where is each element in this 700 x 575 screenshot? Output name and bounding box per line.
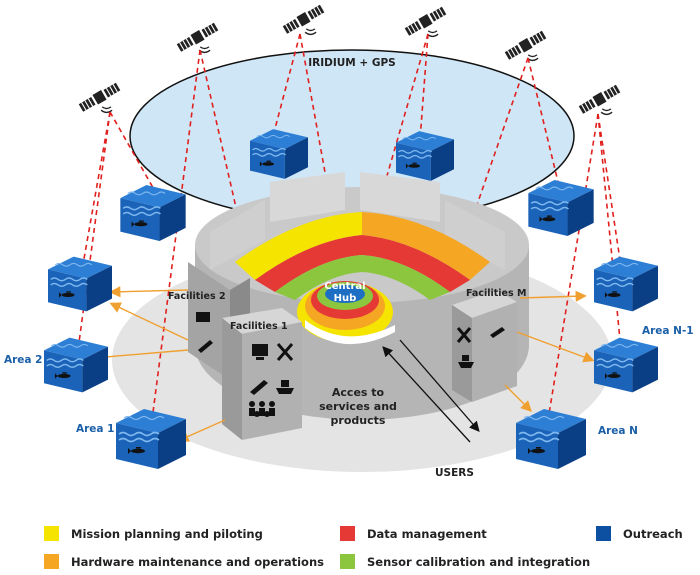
legend-item-mission: Mission planning and piloting: [44, 526, 263, 541]
ship-icon: [458, 355, 474, 368]
legend-swatch: [340, 554, 355, 569]
legend-label: Hardware maintenance and operations: [71, 554, 324, 569]
ocean-area-cube: [44, 336, 108, 394]
satellite-icon: [176, 21, 220, 54]
area-arrows: [91, 286, 595, 442]
tools-icon: [456, 327, 472, 343]
facility-m-label: Facilities M: [466, 288, 526, 299]
legend-swatch: [44, 554, 59, 569]
satellite-icon: [404, 5, 448, 38]
access-label-line2: services and: [319, 400, 397, 413]
satellite-icon: [78, 81, 122, 114]
users-arrows: [382, 339, 480, 443]
sky-label: IRIDIUM + GPS: [308, 57, 395, 69]
access-label-line3: products: [331, 414, 386, 427]
drone-icon: [250, 380, 268, 395]
ocean-area-cube: [250, 128, 308, 180]
satellite-icon: [282, 3, 326, 36]
legend-label: Mission planning and piloting: [71, 526, 263, 541]
ocean-area-cube: [528, 180, 594, 236]
system-diagram: IRIDIUM + GPS: [4, 3, 694, 479]
people-icon: [249, 401, 275, 417]
hub-label-line2: Hub: [334, 293, 357, 304]
area-n-minus-1-label: Area N-1: [642, 325, 694, 337]
tools-icon: [276, 343, 294, 361]
legend-item-sensor: Sensor calibration and integration: [340, 554, 590, 569]
legend-item-hardware: Hardware maintenance and operations: [44, 554, 324, 569]
legend-label: Data management: [367, 526, 487, 541]
legend-item-data: Data management: [340, 526, 487, 541]
legend-swatch: [596, 526, 611, 541]
ocean-area-cube: [516, 408, 586, 470]
facility-box-1: [222, 308, 302, 440]
ocean-area-cube: [116, 408, 186, 470]
area-1-label: Area 1: [76, 423, 114, 435]
ocean-area-cube: [594, 336, 658, 394]
facility-box-m: [452, 290, 517, 402]
ocean-area-cube: [396, 130, 454, 182]
satellite-icon: [578, 83, 622, 116]
legend-label: Outreach: [623, 526, 683, 541]
legend-swatch: [340, 526, 355, 541]
computer-icon: [252, 344, 268, 360]
ocean-area-cube: [48, 255, 112, 313]
area-2-label: Area 2: [4, 354, 42, 366]
ocean-area-cube: [594, 255, 658, 313]
ocean-area-cube: [120, 185, 186, 241]
ship-icon: [276, 380, 294, 394]
legend-item-outreach: Outreach: [596, 526, 683, 541]
facility-2-label: Facilities 2: [168, 291, 226, 302]
users-label: USERS: [435, 467, 474, 479]
facility-1-label: Facilities 1: [230, 321, 288, 332]
access-label-line1: Acces to: [332, 386, 385, 399]
drone-icon: [490, 327, 505, 338]
legend-swatch: [44, 526, 59, 541]
area-n-label: Area N: [598, 425, 638, 437]
hub-label-line1: Central: [324, 281, 365, 292]
satellite-icon: [504, 29, 548, 62]
legend: Mission planning and piloting Data manag…: [0, 518, 700, 575]
legend-label: Sensor calibration and integration: [367, 554, 591, 569]
